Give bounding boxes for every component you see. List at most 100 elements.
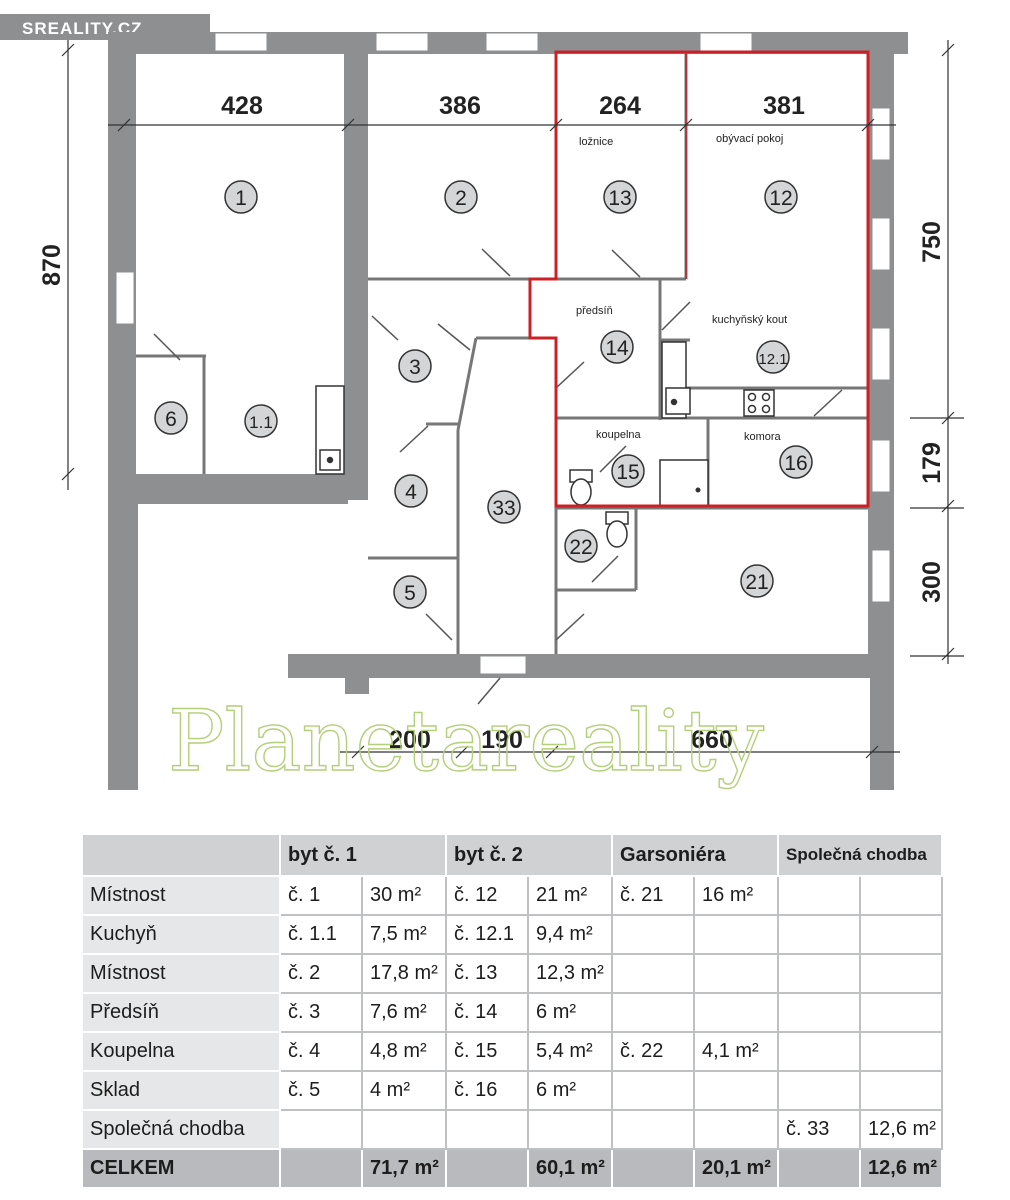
table-cell: č. 15: [445, 1031, 530, 1072]
dim-left: 870: [38, 244, 66, 286]
label-obyvaci-pokoj: obývací pokoj: [716, 133, 783, 145]
watermark: Planetareality: [168, 692, 765, 790]
room-2: 2: [455, 187, 467, 210]
table-cell: [611, 914, 696, 955]
room-1: 1: [235, 187, 247, 210]
table-cell: [777, 914, 862, 955]
header-garsoniera: Garsoniéra: [611, 833, 780, 877]
dim-top-1: 428: [221, 92, 263, 120]
room-1-1: 1.1: [249, 413, 273, 432]
table-cell: [693, 953, 780, 994]
table-cell: 6 m²: [527, 992, 614, 1033]
room-6: 6: [165, 408, 177, 431]
table-cell: 17,8 m²: [360, 953, 448, 994]
table-cell: [693, 1070, 780, 1111]
table-cell: 12,6 m²: [859, 1109, 944, 1150]
table-cell: [777, 1148, 862, 1189]
table-cell: č. 14: [445, 992, 530, 1033]
row-label: Předsíň: [81, 992, 281, 1033]
table-cell: [445, 1109, 530, 1150]
table-cell: [859, 953, 944, 994]
table-cell: č. 12.1: [445, 914, 530, 955]
table-cell: [527, 1109, 614, 1150]
table-cell: [777, 992, 862, 1033]
room-3: 3: [409, 356, 421, 379]
table-cell: [859, 1031, 944, 1072]
table-cell: 60,1 m²: [527, 1148, 614, 1189]
table-cell: [611, 1148, 696, 1189]
room-33: 33: [492, 497, 515, 520]
table-cell: č. 12: [445, 875, 530, 916]
dim-right-2: 179: [918, 442, 946, 484]
room-12-1: 12.1: [758, 351, 787, 368]
row-label: Místnost: [81, 953, 281, 994]
table-cell: č. 22: [611, 1031, 696, 1072]
table-cell: [777, 1070, 862, 1111]
table-cell: 7,5 m²: [360, 914, 448, 955]
table-cell: [693, 1109, 780, 1150]
table-cell: [859, 875, 944, 916]
room-21: 21: [745, 571, 768, 594]
walls: [108, 32, 908, 790]
table-cell: [693, 992, 780, 1033]
table-cell: [693, 914, 780, 955]
dim-bottom-3: 660: [691, 726, 733, 754]
dim-right-1: 750: [918, 221, 946, 263]
row-label: Kuchyň: [81, 914, 281, 955]
table-cell: 12,6 m²: [859, 1148, 944, 1189]
label-kuchynsky-kout: kuchyňský kout: [712, 314, 787, 326]
table-cell: [859, 992, 944, 1033]
table-cell: 12,3 m²: [527, 953, 614, 994]
table-cell: [777, 875, 862, 916]
room-16: 16: [784, 452, 807, 475]
table-cell: [611, 1070, 696, 1111]
table-cell: [445, 1148, 530, 1189]
table-cell: [859, 1070, 944, 1111]
table-cell: č. 4: [279, 1031, 363, 1072]
table-cell: 6 m²: [527, 1070, 614, 1111]
table-cell: [279, 1109, 363, 1150]
label-predsin: předsíň: [576, 305, 613, 317]
row-label: Místnost: [81, 875, 281, 916]
table-cell: č. 1: [279, 875, 363, 916]
area-table: byt č. 1 byt č. 2 Garsoniéra Společná ch…: [81, 833, 944, 1189]
header-spolecna-chodba: Společná chodba: [777, 833, 944, 877]
table-cell: [360, 1109, 448, 1150]
dim-bottom-2: 190: [481, 726, 523, 754]
dim-top-4: 381: [763, 92, 805, 120]
header-empty: [81, 833, 281, 877]
table-cell: 71,7 m²: [360, 1148, 448, 1189]
table-cell: [777, 953, 862, 994]
table-cell: [611, 1109, 696, 1150]
row-label: Společná chodba: [81, 1109, 281, 1150]
room-14: 14: [605, 337, 629, 360]
table-cell: [611, 953, 696, 994]
table-cell: č. 3: [279, 992, 363, 1033]
table-cell: č. 21: [611, 875, 696, 916]
dim-top-2: 386: [439, 92, 481, 120]
table-total-row: CELKEM 71,7 m² 60,1 m² 20,1 m² 12,6 m²: [81, 1148, 944, 1189]
label-koupelna: koupelna: [596, 429, 642, 441]
table-header: byt č. 1 byt č. 2 Garsoniéra Společná ch…: [81, 833, 944, 877]
table-cell: [279, 1148, 363, 1189]
dim-top-3: 264: [599, 92, 641, 120]
room-5: 5: [404, 582, 416, 605]
room-15: 15: [616, 461, 639, 484]
table-cell: č. 1.1: [279, 914, 363, 955]
room-4: 4: [405, 481, 417, 504]
table-cell: 30 m²: [360, 875, 448, 916]
table-cell: č. 33: [777, 1109, 862, 1150]
table-cell: č. 13: [445, 953, 530, 994]
room-12: 12: [769, 187, 792, 210]
table-cell: [859, 914, 944, 955]
label-komora: komora: [744, 431, 782, 443]
floor-plan: SREALITY.CZ: [0, 14, 964, 791]
table-cell: 4,1 m²: [693, 1031, 780, 1072]
table-cell: 4,8 m²: [360, 1031, 448, 1072]
